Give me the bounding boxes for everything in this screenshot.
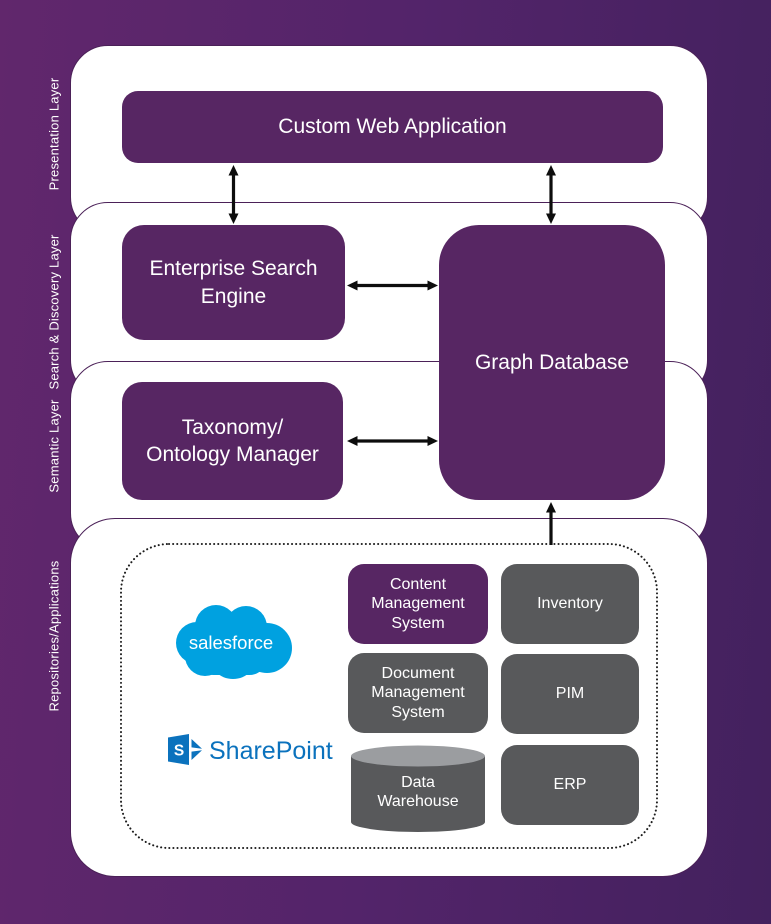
- layer-label-search-discovery: Search & Discovery Layer: [46, 234, 62, 390]
- layer-label-repositories: Repositories/Applications: [46, 560, 62, 712]
- node-inventory: Inventory: [501, 564, 639, 644]
- node-pim: PIM: [501, 654, 639, 734]
- node-graph-database: Graph Database: [439, 225, 665, 500]
- node-data-warehouse-label: Data Warehouse: [377, 773, 459, 810]
- node-custom-web-application: Custom Web Application: [122, 91, 663, 163]
- node-document-management-system: Document Management System: [348, 653, 488, 733]
- layer-label-semantic: Semantic Layer: [46, 399, 62, 493]
- node-content-management-system: Content Management System: [348, 564, 488, 644]
- node-erp: ERP: [501, 745, 639, 825]
- node-enterprise-search-engine: Enterprise Search Engine: [122, 225, 345, 340]
- sharepoint-wordmark: SharePoint: [209, 737, 333, 765]
- node-taxonomy-ontology-manager: Taxonomy/ Ontology Manager: [122, 382, 343, 500]
- layer-label-presentation: Presentation Layer: [46, 77, 62, 191]
